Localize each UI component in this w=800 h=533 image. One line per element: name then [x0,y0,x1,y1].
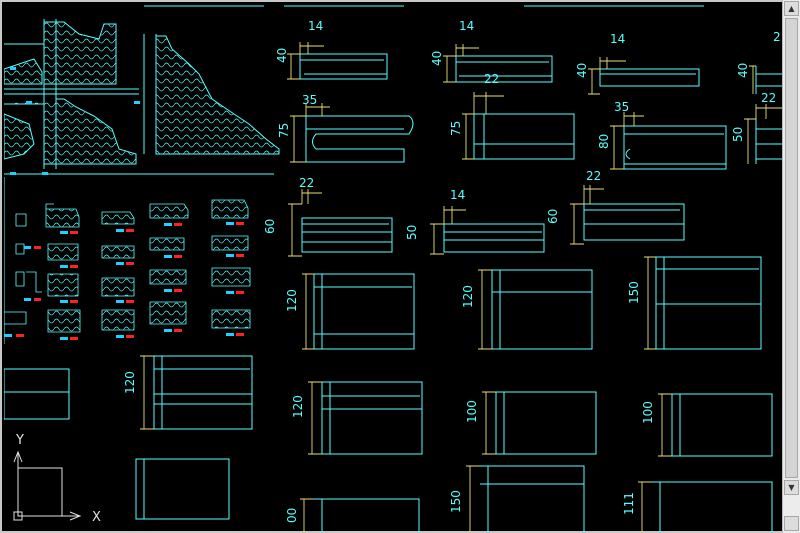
dim-label: 120 [123,371,137,394]
dim-label: 40 [430,51,444,66]
dim-label: 40 [736,63,750,78]
ucs-icon: Y X [13,433,101,525]
dim-label: 50 [405,225,419,240]
ucs-x-label: X [92,510,101,525]
profile-thumbnail-grid [4,199,251,333]
dim-label: 35 [614,100,629,114]
dim-label: 60 [546,209,560,224]
dim-label: 35 [302,93,317,107]
dim-label: 60 [263,219,277,234]
scroll-corner [784,516,799,531]
dim-label: 50 [731,127,745,142]
dim-label: 14 [450,188,465,202]
vertical-scrollbar[interactable]: ▲ ▼ [782,0,800,533]
ucs-y-label: Y [15,433,24,448]
dim-label: 22 [299,176,314,190]
dim-label: 40 [275,48,289,63]
dim-label: 00 [285,508,299,523]
scroll-up-icon[interactable]: ▲ [784,1,799,16]
scrollbar-thumb[interactable] [785,18,798,478]
dim-label: 111 [622,492,636,515]
dim-label: 120 [291,395,305,418]
dim-label: 14 [308,19,323,33]
cad-model-space[interactable]: 14 14 14 2 40 40 40 40 35 22 35 22 75 75… [4,4,784,533]
dim-label: 120 [285,289,299,312]
dim-label: 14 [610,32,625,46]
dim-label: 75 [277,123,291,138]
dim-label: 75 [449,121,463,136]
dim-label: 22 [761,91,776,105]
moulding-profiles [4,53,784,533]
dim-label: 22 [586,169,601,183]
scroll-down-icon[interactable]: ▼ [784,480,799,495]
dim-label: 2 [773,30,781,44]
dim-label: 100 [641,401,655,424]
dim-label: 40 [575,63,589,78]
dim-label: 22 [484,72,499,86]
dimension-lines [140,42,782,533]
layer-markers [4,67,244,340]
dim-label: 120 [461,285,475,308]
dim-label: 80 [597,134,611,149]
dim-label: 150 [449,490,463,513]
dim-label: 150 [627,281,641,304]
dim-label: 14 [459,19,474,33]
dimension-labels: 14 14 14 2 40 40 40 40 35 22 35 22 75 75… [123,19,781,523]
crown-moulding-profiles [4,19,280,169]
dim-label: 100 [465,400,479,423]
